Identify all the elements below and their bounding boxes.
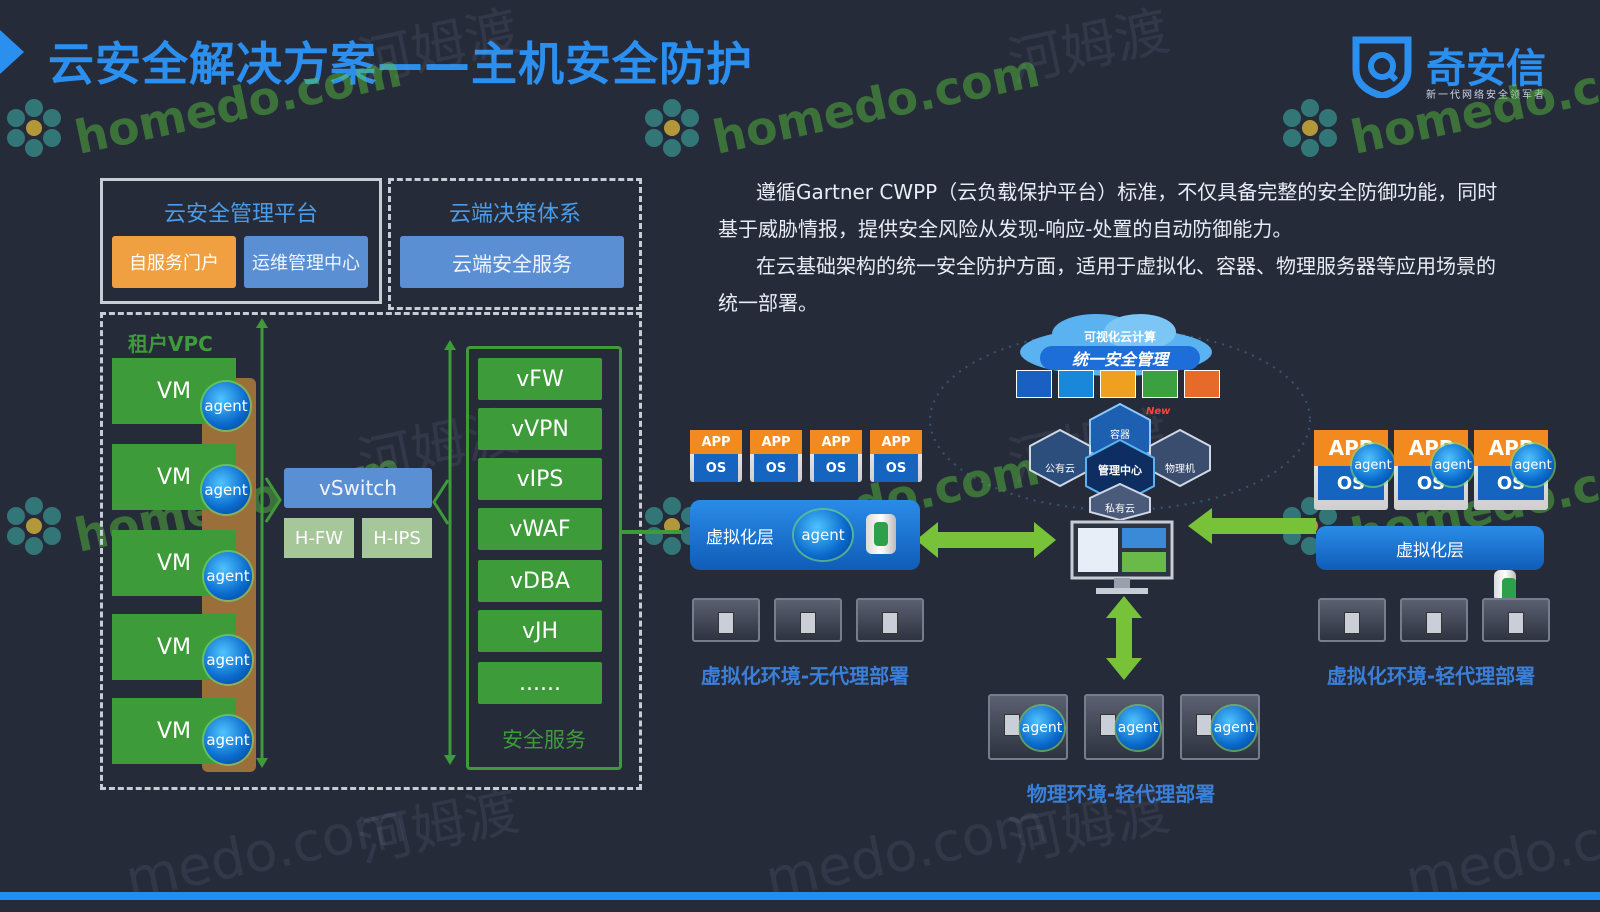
screen-icon: [1058, 370, 1094, 398]
server-icon: agent: [988, 694, 1068, 760]
right-server-row: [1318, 598, 1550, 642]
service-vvpn[interactable]: vVPN: [478, 408, 602, 450]
description-paragraph-2: 在云基础架构的统一安全防护方面，适用于虚拟化、容器、物理服务器等应用场景的统一部…: [718, 254, 1496, 315]
server-icon: [692, 598, 760, 642]
hfw-box[interactable]: H-FW: [284, 518, 354, 558]
hex-bottom-label: 私有云: [1105, 504, 1135, 515]
service-vjh[interactable]: vJH: [478, 610, 602, 652]
agent-badge: agent: [1020, 706, 1064, 750]
cloud-icon-row: [1016, 370, 1224, 398]
server-icon: [1482, 598, 1550, 642]
logo-subtitle: 新一代网络安全领军者: [1426, 90, 1546, 101]
chart-icon: [1100, 370, 1136, 398]
bottom-env-label: 物理环境-轻代理部署: [1026, 782, 1216, 806]
left-server-row: [692, 598, 924, 642]
agent-badge: agent: [202, 382, 250, 430]
new-badge: New: [1146, 406, 1171, 417]
app-os-icon: APP OS agent: [1314, 430, 1394, 510]
virt-layer-label: 虚拟化层: [1396, 540, 1464, 561]
mgmt-platform-title: 云安全管理平台: [163, 202, 318, 227]
server-icon: [774, 598, 842, 642]
page-title: 云安全解决方案——主机安全防护: [48, 37, 753, 91]
arrow-from-right-icon: [1188, 508, 1316, 544]
watermark-flower-icon: [7, 99, 61, 157]
biohazard-icon: [1016, 370, 1052, 398]
cloud-main-label: 统一安全管理: [1040, 346, 1200, 370]
agent-badge: agent: [1212, 706, 1256, 750]
hex-top-label: 容器: [1110, 430, 1130, 441]
server-icon: [1400, 598, 1468, 642]
agent-badge: agent: [1352, 444, 1394, 486]
ops-center-button[interactable]: 运维管理中心: [244, 236, 368, 288]
agent-badge: agent: [1512, 444, 1554, 486]
security-services-label: 安全服务: [502, 728, 586, 752]
decision-system-box: [388, 178, 642, 310]
watermark-text: homedo.com: [708, 42, 1045, 165]
right-env-label: 虚拟化环境-轻代理部署: [1326, 664, 1536, 688]
agent-badge: agent: [204, 716, 252, 764]
agent-badge: agent: [204, 552, 252, 600]
bidirectional-arrow-vertical-icon: [1106, 596, 1142, 680]
service-vwaf[interactable]: vWAF: [478, 508, 602, 550]
service-bracket-arrow-icon: [432, 340, 456, 765]
bidirectional-arrow-left-icon: [916, 522, 1056, 558]
service-more[interactable]: ......: [478, 662, 602, 704]
tenant-vpc-label: 租户VPC: [128, 332, 213, 356]
agent-badge: agent: [202, 466, 250, 514]
right-app-row: APP OS agent APP OS agent APP OS agent: [1314, 430, 1554, 510]
watermark-flower-icon: [7, 497, 61, 555]
watermark-text-cn: 河姆渡: [1002, 0, 1175, 95]
cloud-top-label: 可视化云计算: [1083, 330, 1156, 344]
security-services-box: [466, 346, 622, 770]
security-cylinder-icon: [1494, 570, 1516, 602]
hex-cluster-icon: [1029, 402, 1211, 520]
target-icon: [1184, 370, 1220, 398]
agent-badge: agent: [1432, 444, 1474, 486]
monitor-icon: [1070, 520, 1174, 594]
hips-box[interactable]: H-IPS: [362, 518, 432, 558]
footer-bar: [0, 892, 1600, 900]
connector-line: [622, 530, 682, 534]
server-icon: agent: [1180, 694, 1260, 760]
virt-layer-label: 虚拟化层: [706, 527, 774, 548]
cloud-security-service-button[interactable]: 云端安全服务: [400, 236, 624, 288]
watermark-flower-icon: [1283, 99, 1337, 157]
gear-icon: [1142, 370, 1178, 398]
physical-server-row: agent agent agent: [988, 694, 1260, 760]
app-os-icon: APP OS agent: [1394, 430, 1474, 510]
server-icon: [1318, 598, 1386, 642]
vm-bracket-arrow-icon: [256, 318, 282, 768]
agent-badge: agent: [794, 510, 852, 560]
tenant-vpc-box: [100, 312, 642, 790]
hex-right-label: 物理机: [1165, 464, 1195, 475]
server-icon: [856, 598, 924, 642]
security-cylinder-icon: [866, 514, 896, 554]
hex-left-label: 公有云: [1045, 464, 1075, 475]
vswitch-box[interactable]: vSwitch: [284, 468, 432, 508]
description-paragraph-1: 遵循Gartner CWPP（云负载保护平台）标准，不仅具备完整的安全防御功能，…: [718, 180, 1498, 241]
service-vips[interactable]: vIPS: [478, 458, 602, 500]
app-os-icon: APP OS agent: [1474, 430, 1554, 510]
agent-badge: agent: [1116, 706, 1160, 750]
left-env-label: 虚拟化环境-无代理部署: [700, 664, 910, 688]
self-service-portal-button[interactable]: 自服务门户: [112, 236, 236, 288]
agent-badge: agent: [204, 636, 252, 684]
logo-text: 奇安信: [1426, 46, 1546, 92]
watermark-flower-icon: [645, 99, 699, 157]
service-vfw[interactable]: vFW: [478, 358, 602, 400]
mgmt-platform-box: [100, 178, 382, 304]
title-marker-icon: [0, 30, 24, 74]
service-vdba[interactable]: vDBA: [478, 560, 602, 602]
shield-logo-icon: [1352, 36, 1412, 98]
hex-center-label: 管理中心: [1098, 464, 1142, 477]
right-virt-layer: 虚拟化层: [1316, 526, 1544, 570]
decision-system-title: 云端决策体系: [448, 202, 581, 227]
server-icon: agent: [1084, 694, 1164, 760]
